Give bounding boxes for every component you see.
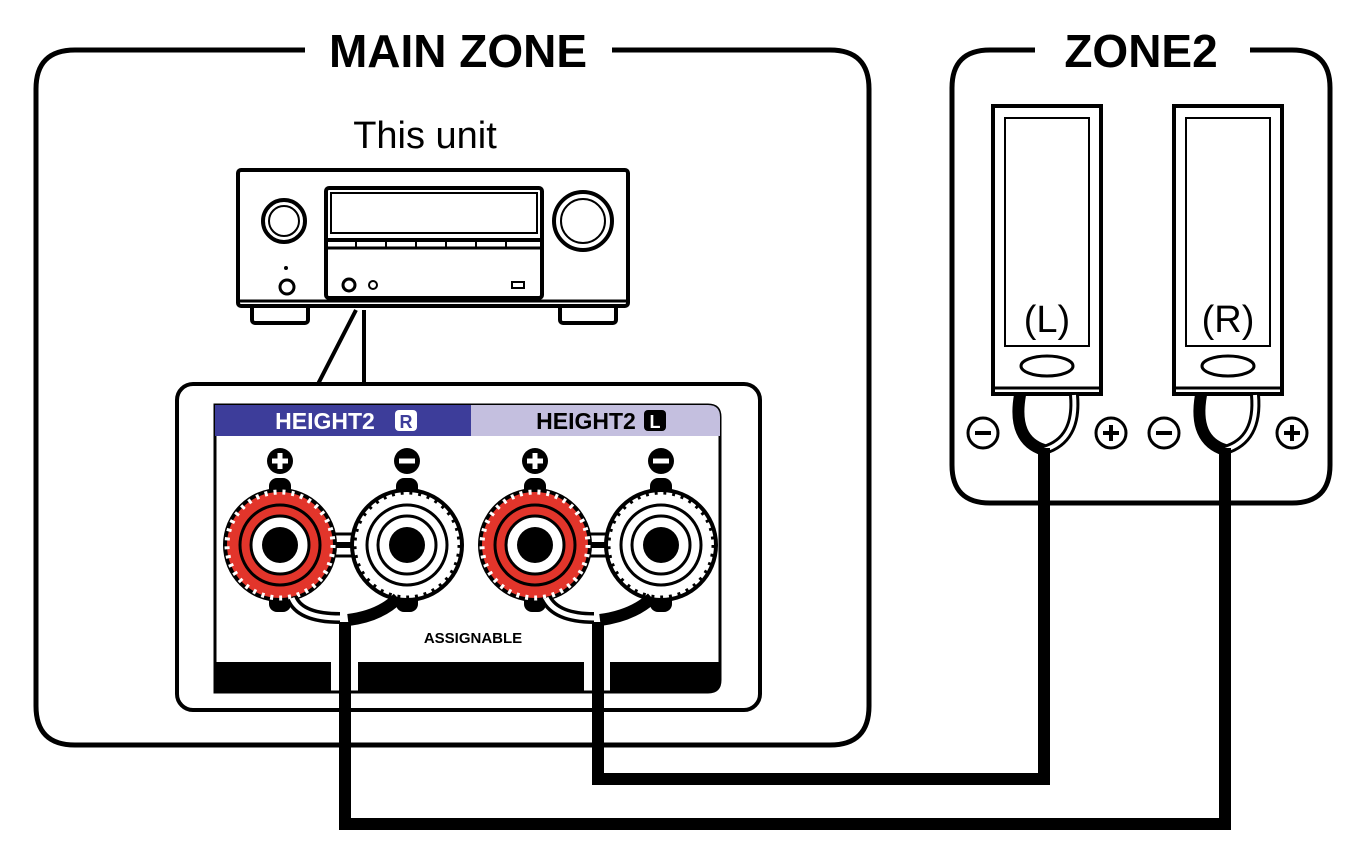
main-zone-frame: MAIN ZONE: [33, 25, 872, 748]
receiver-jack-1: [341, 277, 357, 293]
receiver-jack-2: [368, 280, 378, 290]
zone2-title: ZONE2: [1064, 25, 1217, 77]
terminal-height2-l-positive: [478, 478, 592, 612]
receiver-display: [324, 186, 544, 300]
height2-l-badge: L: [650, 412, 661, 432]
height2-r-badge-box: [395, 410, 417, 431]
cable-height2-l-to-zone2-l: [592, 448, 1050, 785]
plus-icon: [1094, 416, 1128, 450]
height2-l-badge-box: [644, 410, 666, 431]
height2-l-label: HEIGHT2: [536, 408, 636, 434]
speaker-left-port: [1019, 354, 1075, 378]
plus-icon: [267, 448, 293, 474]
unit-label: This unit: [353, 115, 497, 157]
speaker-right: (R): [1172, 104, 1284, 396]
height2-r-bar: [215, 405, 471, 436]
minus-icon: [394, 448, 420, 474]
speaker-left-label: (L): [1024, 299, 1070, 341]
minus-icon: [648, 448, 674, 474]
av-receiver: [236, 168, 630, 325]
receiver-knob-right: [552, 190, 614, 252]
receiver-usb-port: [511, 281, 525, 289]
main-zone-title: MAIN ZONE: [329, 25, 587, 77]
speaker-wire-loops: [1012, 393, 1261, 456]
height2-r-badge: R: [400, 412, 413, 432]
terminal-height2-r-positive: [223, 478, 337, 612]
minus-icon: [966, 416, 1000, 450]
callout-line: [316, 309, 366, 385]
height2-r-label: HEIGHT2: [275, 408, 375, 434]
speaker-right-label: (R): [1202, 299, 1255, 341]
speaker-polarity: [966, 416, 1309, 450]
polarity-symbols: [267, 448, 674, 474]
terminal-height2-l-negative: [604, 478, 718, 612]
minus-icon: [1147, 416, 1181, 450]
receiver-power-button: [278, 278, 296, 296]
speaker-right-port: [1200, 354, 1256, 378]
plus-icon: [522, 448, 548, 474]
speaker-left: (L): [991, 104, 1103, 396]
terminal-group: [223, 478, 718, 612]
assignable-label: ASSIGNABLE: [424, 630, 522, 647]
zone2-frame: ZONE2: [949, 25, 1333, 506]
cables: [339, 448, 1231, 830]
terminal-wire-loops: [286, 593, 657, 626]
plus-icon: [1275, 416, 1309, 450]
cable-height2-r-to-zone2-r: [339, 448, 1231, 830]
terminal-height2-r-negative: [350, 478, 464, 612]
